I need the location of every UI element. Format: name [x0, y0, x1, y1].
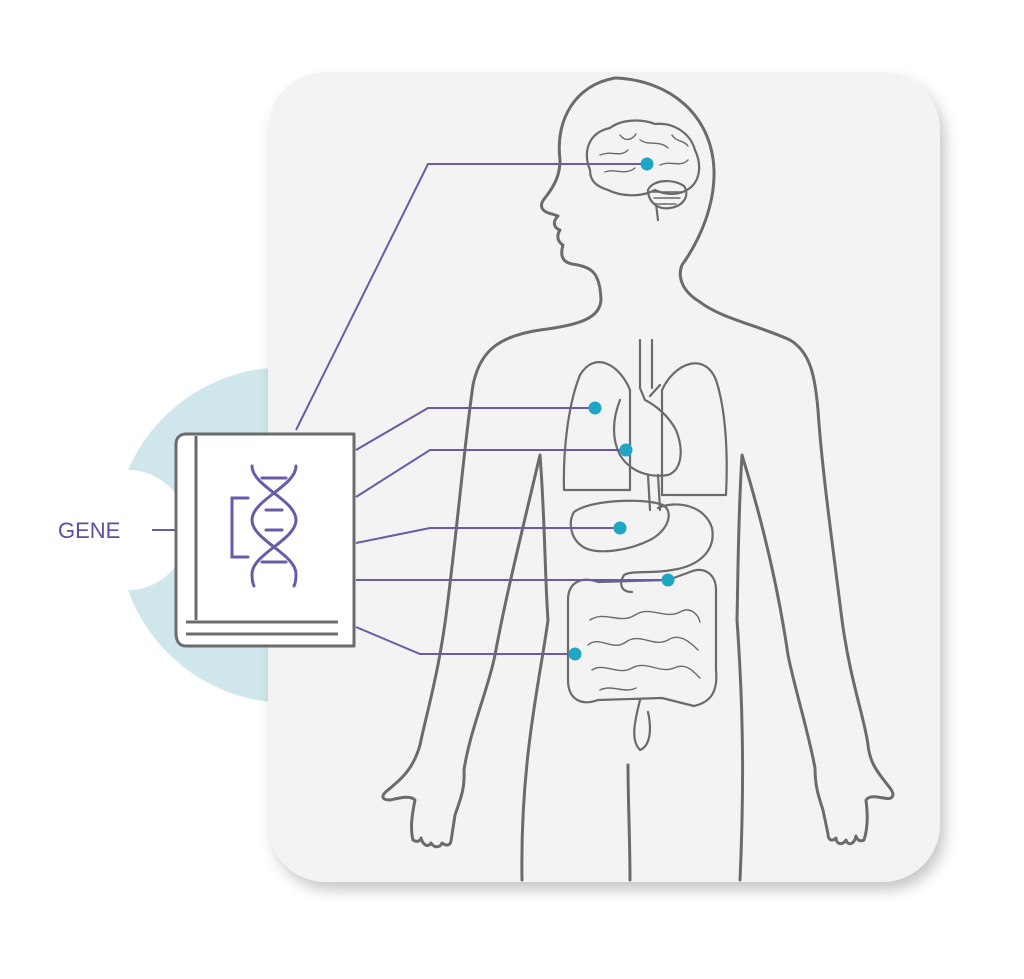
- intestines-icon: [566, 568, 718, 752]
- connector-lines: [152, 163, 668, 655]
- connector-lungs: [355, 407, 593, 451]
- dna-helix-icon: [230, 464, 298, 588]
- gene-label: GENE: [58, 518, 120, 543]
- brain-icon: [585, 119, 701, 222]
- gene-bracket: [230, 496, 250, 559]
- human-body-outline: [381, 76, 895, 882]
- trachea: [638, 338, 654, 390]
- marker-intestines: [568, 647, 582, 661]
- marker-liver: [613, 521, 627, 535]
- marker-lungs: [588, 401, 602, 415]
- marker-stomach: [661, 573, 675, 587]
- connector-heart: [355, 449, 625, 498]
- connector-brain: [295, 163, 645, 431]
- lungs-icon: [562, 361, 728, 497]
- liver-icon: [569, 499, 670, 553]
- organ-markers: [568, 157, 675, 661]
- body-panel: [268, 72, 940, 882]
- heart-icon: [612, 383, 682, 477]
- connector-intestines: [355, 626, 574, 655]
- marker-heart: [619, 443, 633, 457]
- connector-liver: [355, 527, 620, 544]
- marker-brain: [640, 157, 654, 171]
